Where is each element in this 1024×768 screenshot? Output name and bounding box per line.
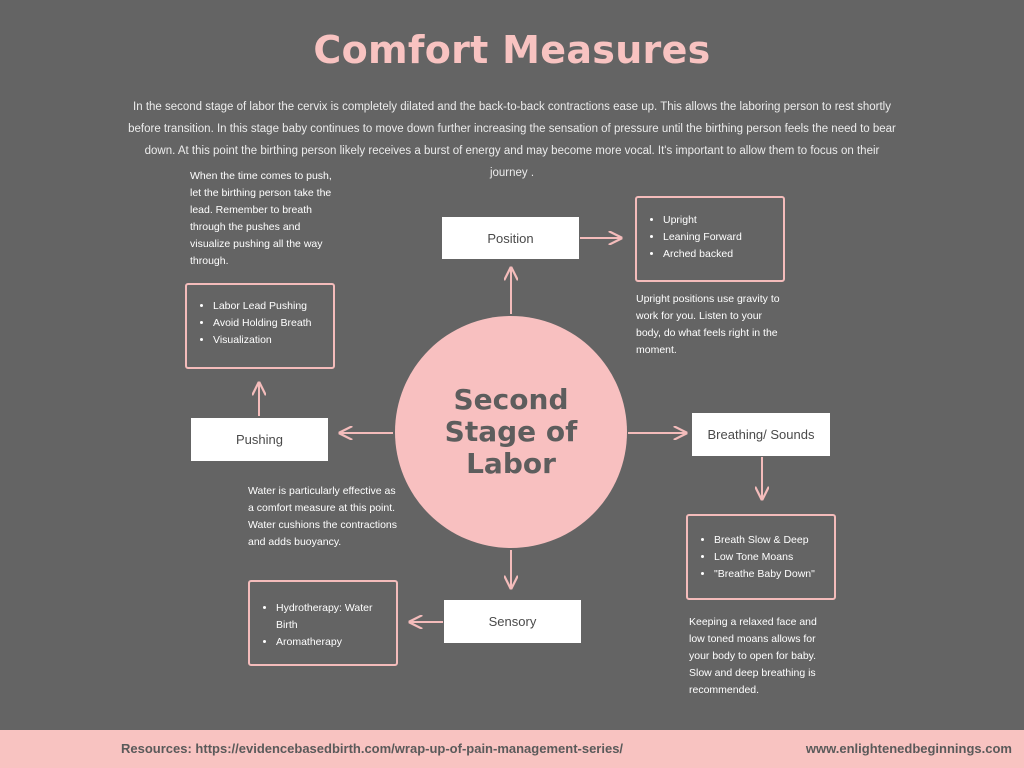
breathing-note: Keeping a relaxed face and low toned moa… [689,616,817,696]
footer-site: www.enlightenedbeginnings.com [805,741,1012,756]
center-label: Second Stage of Labor [444,383,578,480]
list-item: Upright [663,212,775,229]
pushing-note: When the time comes to push, let the bir… [190,170,332,267]
footer-bar: Resources: https://evidencebasedbirth.co… [0,730,1024,768]
list-item: Breath Slow & Deep [714,532,826,549]
pushing-list: Labor Lead Pushing Avoid Holding Breath … [185,283,335,369]
sensory-label: Sensory [488,614,537,629]
breathing-box: Breathing/ Sounds [692,413,830,456]
list-item: Arched backed [663,246,775,263]
breathing-list: Breath Slow & Deep Low Tone Moans "Breat… [686,514,836,600]
position-box: Position [442,217,579,259]
list-item: Aromatherapy [276,634,388,651]
list-item: Low Tone Moans [714,549,826,566]
sensory-list: Hydrotherapy: Water Birth Aromatherapy [248,580,398,666]
pushing-box: Pushing [191,418,328,461]
position-note: Upright positions use gravity to work fo… [636,293,780,356]
position-list: Upright Leaning Forward Arched backed [635,196,785,282]
list-item: Leaning Forward [663,229,775,246]
position-label: Position [487,230,534,246]
list-item: Visualization [213,332,325,349]
sensory-note: Water is particularly effective as a com… [248,485,398,548]
list-item: Labor Lead Pushing [213,298,325,315]
page-title: Comfort Measures [313,28,711,72]
sensory-box: Sensory [444,600,581,643]
breathing-label: Breathing/ Sounds [707,427,815,442]
center-circle: Second Stage of Labor [395,316,627,548]
intro-paragraph: In the second stage of labor the cervix … [128,101,896,179]
footer-resources: Resources: https://evidencebasedbirth.co… [121,741,624,756]
pushing-label: Pushing [236,432,283,447]
list-item: Avoid Holding Breath [213,315,325,332]
list-item: "Breathe Baby Down" [714,566,826,583]
list-item: Hydrotherapy: Water Birth [276,600,388,634]
